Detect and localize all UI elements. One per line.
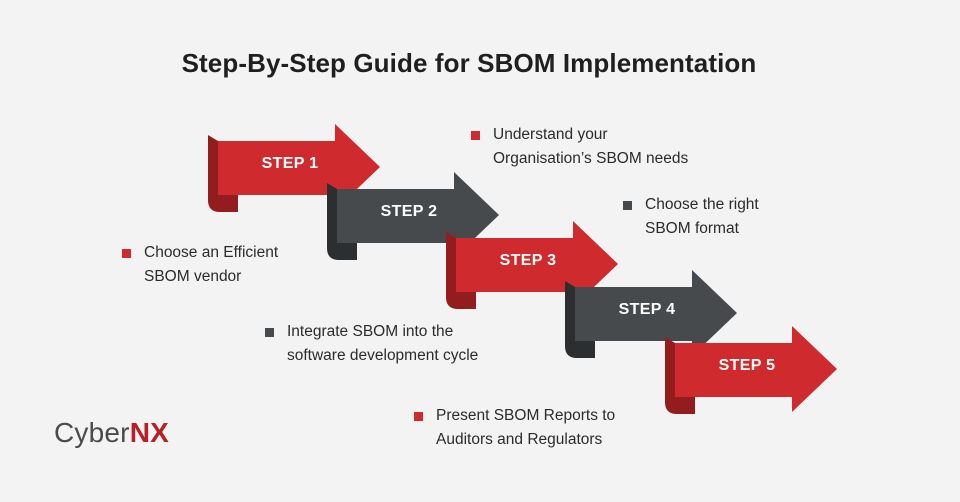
bullet-step-3: Choose an Efficient SBOM vendor [122,241,278,289]
arrow-shape [565,270,737,358]
arrow-body [337,172,499,258]
bullet-marker [414,412,423,421]
bullet-step-1: Understand your Organisation’s SBOM need… [471,123,688,171]
arrow-shape [446,221,618,309]
step-3-label: STEP 3 [499,252,557,269]
bullet-line-2: SBOM format [645,220,739,237]
step-4-label: STEP 4 [618,301,676,318]
arrow-body [456,221,618,307]
arrow-shape [327,172,499,260]
bullet-marker [265,328,274,337]
step-1-label: STEP 1 [261,155,319,172]
bullet-step-4: Integrate SBOM into the software develop… [265,320,478,368]
logo-text-nx: NX [129,417,169,448]
bullet-line-2: software development cycle [287,347,479,364]
step-2-label: STEP 2 [380,203,438,220]
arrow-body [675,326,837,412]
arrow-shape [665,326,837,414]
page-title: Step-By-Step Guide for SBOM Implementati… [181,48,757,78]
bullet-line-2: Organisation’s SBOM needs [493,150,689,167]
step-2-arrow: STEP 2 [327,172,499,262]
bullet-line-1: Choose an Efficient [144,244,279,261]
bullet-line-1: Understand your [493,126,608,143]
step-1-arrow: STEP 1 [208,124,380,214]
bullet-line-1: Choose the right [645,196,759,213]
bullet-line-1: Integrate SBOM into the [287,323,454,340]
arrow-body [218,124,380,210]
bullet-line-2: Auditors and Regulators [436,431,603,448]
cybernx-logo: CyberNX [54,417,169,449]
step-4-arrow: STEP 4 [565,270,737,360]
bullet-step-2: Choose the right SBOM format [623,193,759,241]
step-5-arrow: STEP 5 [665,326,837,416]
logo-text-cyber: Cyber [54,417,130,448]
bullet-step-5: Present SBOM Reports to Auditors and Reg… [414,404,615,452]
bullet-marker [122,249,131,258]
bullet-marker [623,201,632,210]
bullet-line-2: SBOM vendor [144,268,242,285]
bullet-marker [471,131,480,140]
step-5-label: STEP 5 [718,357,776,374]
step-3-arrow: STEP 3 [446,221,618,311]
bullet-line-1: Present SBOM Reports to [436,407,616,424]
arrow-body [575,270,737,356]
arrow-shape [208,124,380,212]
